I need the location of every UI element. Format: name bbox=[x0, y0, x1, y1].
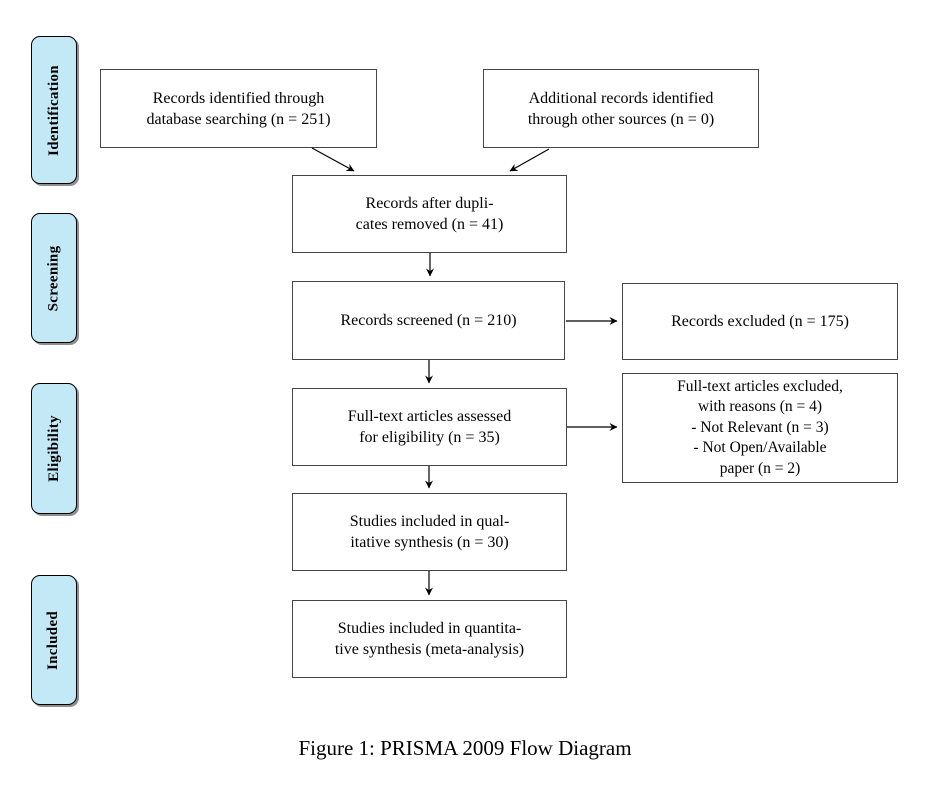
node-fulltext-assessed: Full-text articles assessed for eligibil… bbox=[292, 388, 567, 466]
phase-label-text: Eligibility bbox=[45, 415, 62, 482]
node-records-screened: Records screened (n = 210) bbox=[292, 281, 565, 360]
node-text-line: Additional records identified bbox=[528, 89, 714, 107]
phase-label-text: Included bbox=[45, 610, 62, 670]
node-text-line: Studies included in qual- bbox=[349, 513, 510, 530]
phase-label-eligibility: Eligibility bbox=[31, 383, 77, 514]
node-text-line: cates removed (n = 41) bbox=[355, 216, 504, 233]
arrow-identified-to-duplicates bbox=[311, 147, 355, 172]
phase-label-included: Included bbox=[31, 575, 77, 705]
node-text-line: - Not Relevant (n = 3) bbox=[691, 418, 829, 436]
node-text-line: Full-text articles excluded, bbox=[677, 377, 843, 395]
node-text-line: Records excluded (n = 175) bbox=[671, 313, 849, 330]
node-fulltext-excluded: Full-text articles excluded, with reason… bbox=[622, 373, 898, 483]
node-text-line: - Not Open/Available bbox=[693, 439, 827, 457]
node-text-line: database searching (n = 251) bbox=[146, 110, 331, 128]
phase-label-identification: Identification bbox=[31, 36, 77, 184]
node-text-line: for eligibility (n = 35) bbox=[359, 429, 500, 446]
node-text-line: paper (n = 2) bbox=[719, 459, 801, 477]
node-text-line: tive synthesis (meta-analysis) bbox=[334, 641, 525, 658]
node-records-identified: Records identified through database sear… bbox=[100, 69, 377, 148]
node-additional-records: Additional records identified through ot… bbox=[483, 69, 759, 148]
node-text-line: Records after dupli- bbox=[365, 195, 494, 212]
node-text-line: itative synthesis (n = 30) bbox=[350, 534, 509, 551]
arrow-additional-to-duplicates bbox=[509, 148, 550, 172]
node-text-line: Records identified through bbox=[152, 89, 325, 107]
figure-caption: Figure 1: PRISMA 2009 Flow Diagram bbox=[298, 736, 632, 760]
node-records-excluded: Records excluded (n = 175) bbox=[622, 283, 898, 360]
node-quantitative-synthesis: Studies included in quantita- tive synth… bbox=[292, 600, 567, 678]
node-text-line: through other sources (n = 0) bbox=[527, 110, 715, 128]
node-text-line: Studies included in quantita- bbox=[337, 620, 522, 637]
node-records-after-duplicates: Records after dupli- cates removed (n = … bbox=[292, 175, 567, 253]
node-text-line: Records screened (n = 210) bbox=[340, 312, 517, 329]
phase-label-screening: Screening bbox=[31, 213, 77, 343]
node-qualitative-synthesis: Studies included in qual- itative synthe… bbox=[292, 493, 567, 571]
node-text-line: Full-text articles assessed bbox=[347, 408, 512, 425]
phase-label-text: Identification bbox=[45, 64, 62, 156]
phase-label-text: Screening bbox=[45, 245, 62, 311]
node-text-line: with reasons (n = 4) bbox=[697, 398, 823, 416]
